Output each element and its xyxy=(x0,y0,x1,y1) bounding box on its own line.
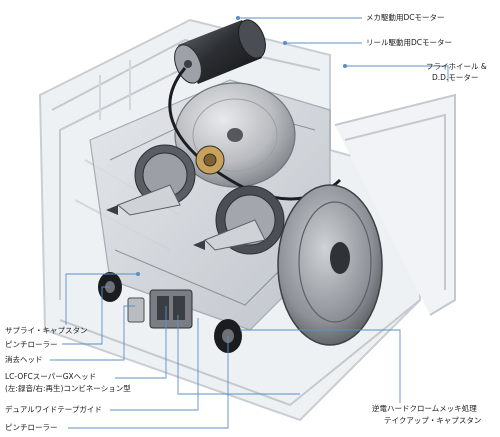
label-gx-head-line2: (左:録音/右:再生)コンビネーション型 xyxy=(5,384,131,393)
capstan-shafts xyxy=(106,184,266,251)
label-gx-head-line1: LC-OFCスーパーGXヘッド xyxy=(5,372,97,381)
label-dual-wide-guide: デュアルワイドテープガイド xyxy=(5,405,102,414)
label-pinch-roller-2: ピンチローラー xyxy=(5,423,58,432)
leader-lines xyxy=(50,15,449,429)
head-block xyxy=(127,289,193,329)
label-takeup-line1: 逆電ハードクロームメッキ処理 xyxy=(372,404,477,413)
label-flywheel-line1: フライホイール & xyxy=(426,62,487,71)
label-supply-capstan: サプライ・キャプスタン xyxy=(5,326,88,335)
label-mecha-motor: メカ駆動用DCモーター xyxy=(366,13,445,22)
label-pinch-roller-1: ピンチローラー xyxy=(5,340,58,349)
label-takeup-line2: テイクアップ・キャプスタン xyxy=(384,416,482,425)
label-erase-head: 消去ヘッド xyxy=(5,355,43,364)
flywheel-dd-motor xyxy=(277,184,383,346)
label-flywheel-line2: D.D.モーター xyxy=(432,73,479,82)
label-reel-motor: リール駆動用DCモーター xyxy=(366,38,453,47)
